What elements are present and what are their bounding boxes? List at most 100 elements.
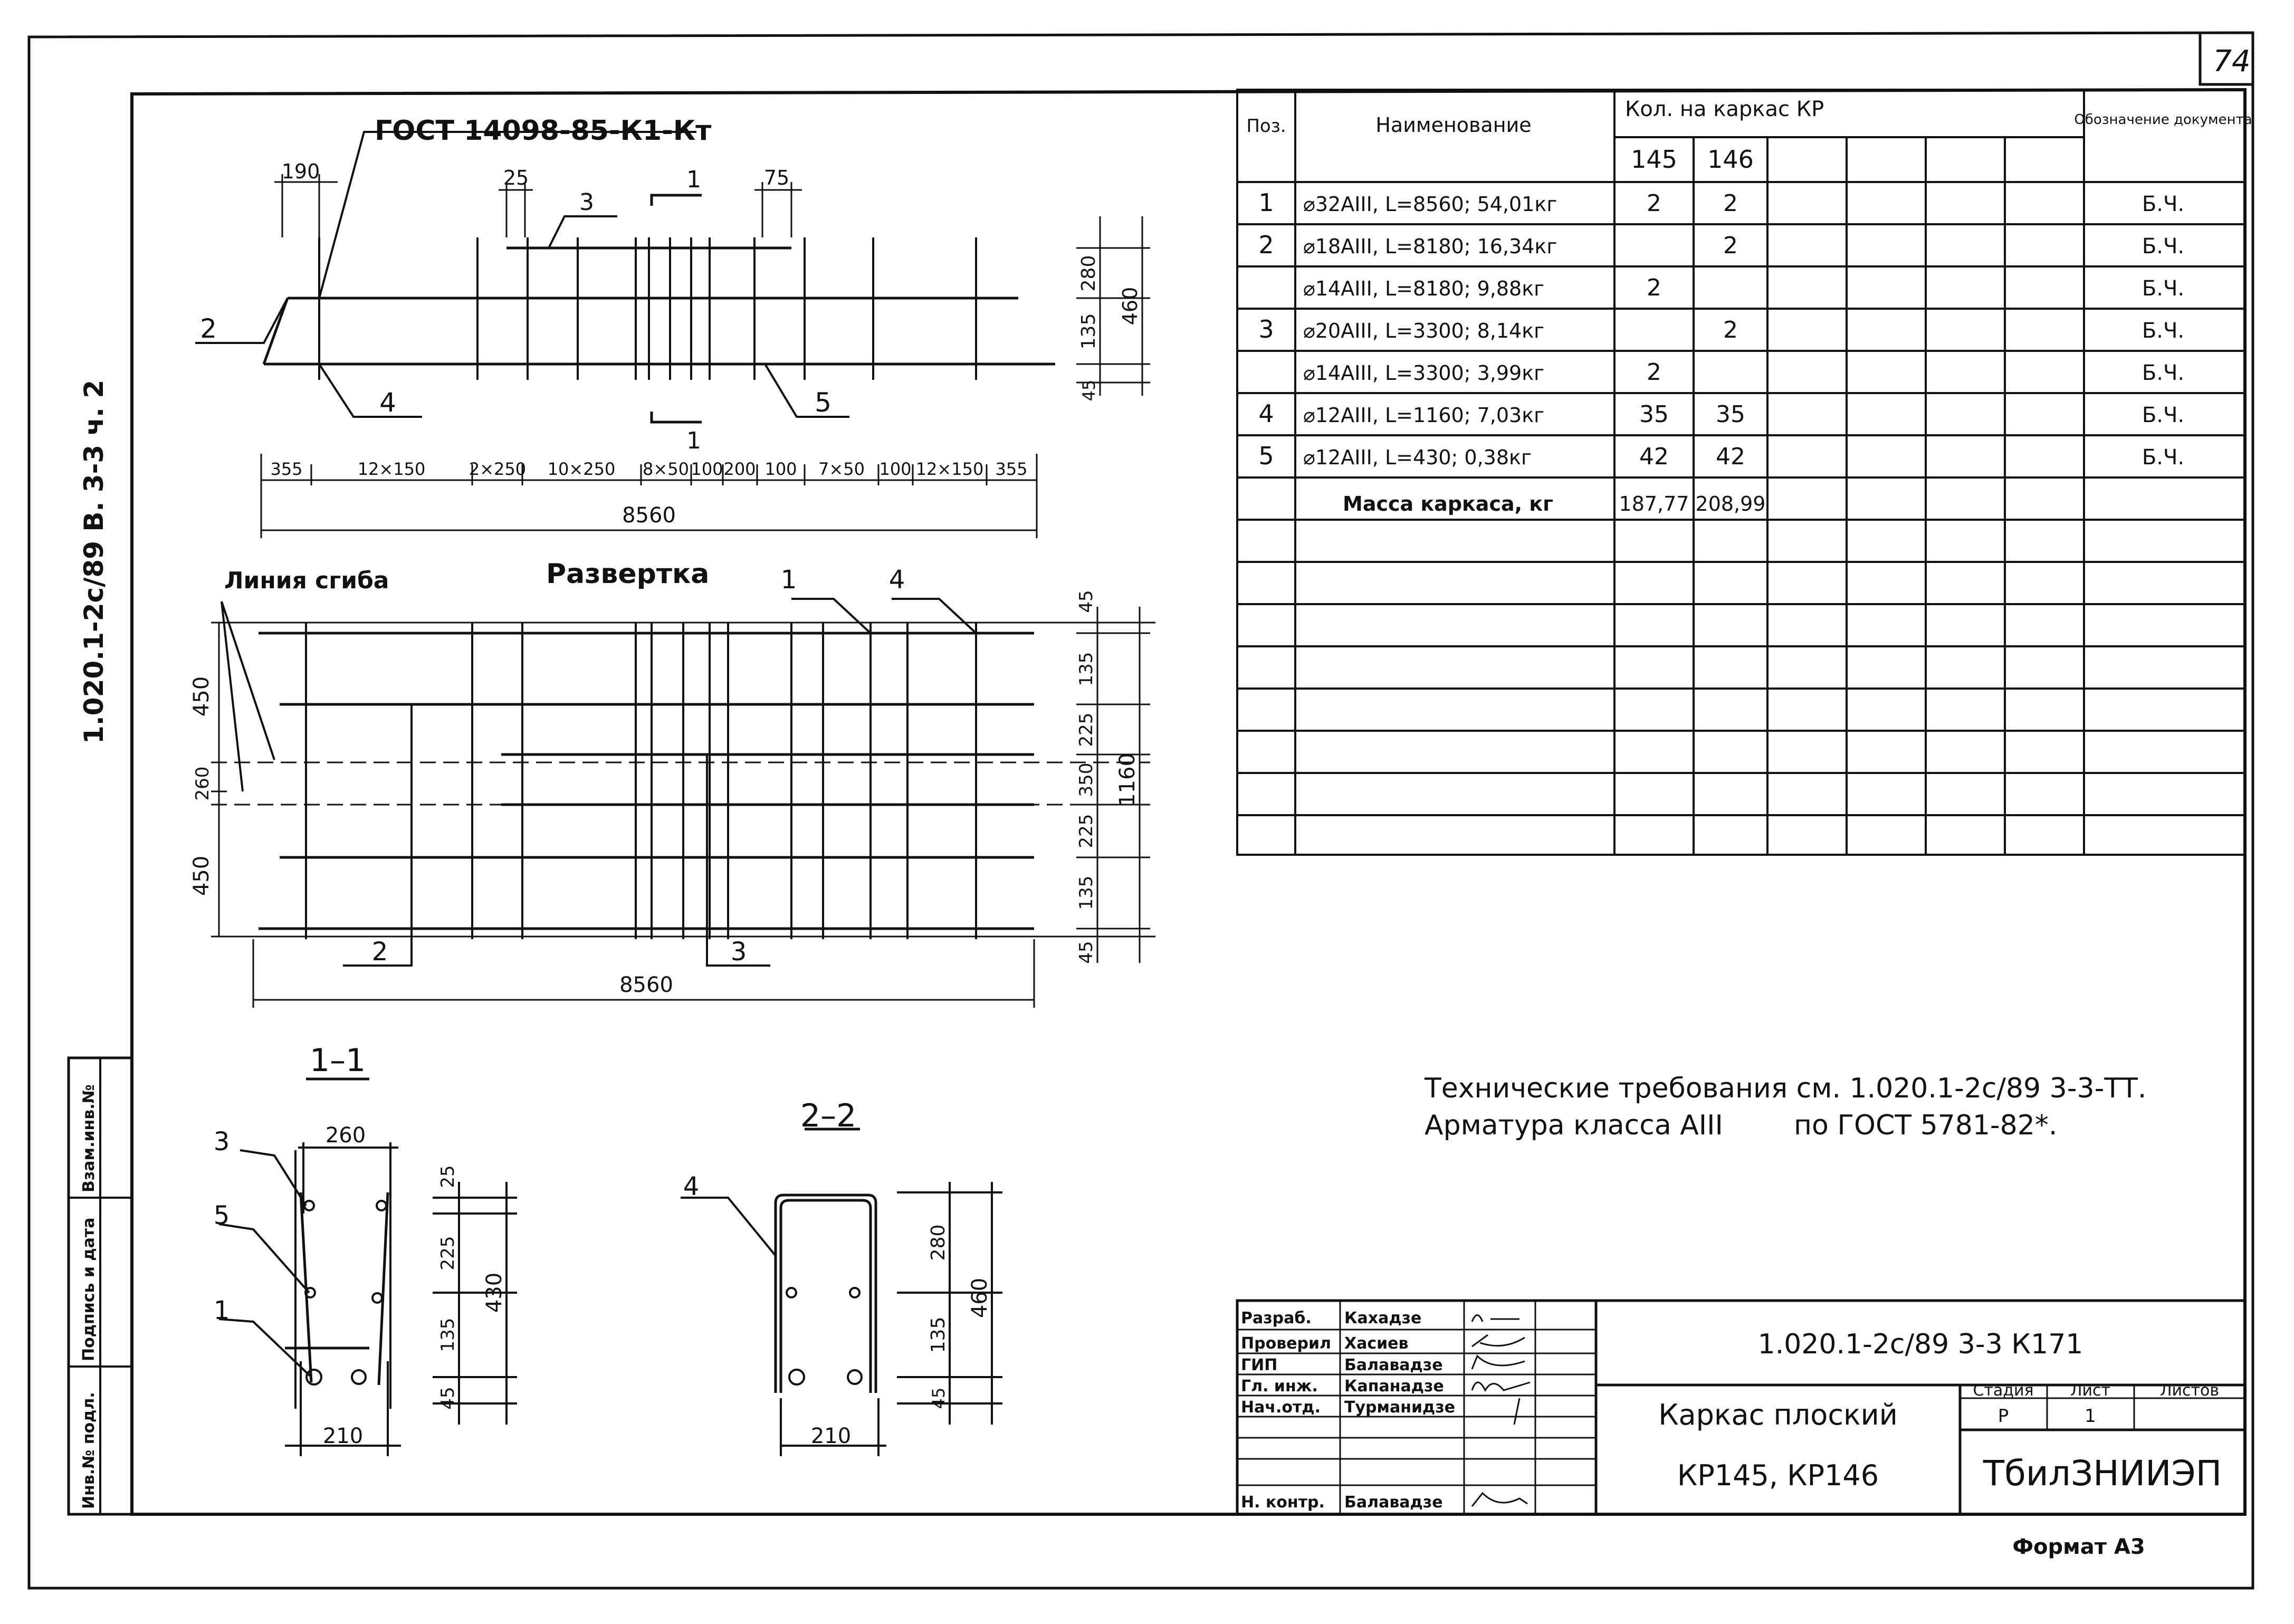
spec-header-pos: Поз. bbox=[1246, 116, 1286, 137]
tb-stage: Р bbox=[1998, 1406, 2009, 1427]
s11-dim-210: 210 bbox=[323, 1424, 363, 1448]
spec-cell-doc: Б.Ч. bbox=[2142, 445, 2184, 470]
s11-right-dim-4: 430 bbox=[482, 1273, 506, 1313]
spec-cell-qty-145: 2 bbox=[1647, 274, 1661, 301]
spec-header-name: Наименование bbox=[1375, 113, 1531, 137]
s22-right-dim-2: 45 bbox=[929, 1388, 949, 1409]
s11-pos-5: 5 bbox=[214, 1201, 230, 1230]
tb-sheet: 1 bbox=[2085, 1406, 2096, 1427]
tb-name-0: Кахадзе bbox=[1344, 1309, 1421, 1327]
spec-cell-doc: Б.Ч. bbox=[2142, 403, 2184, 427]
dev-dim-260: 260 bbox=[192, 767, 213, 801]
dev-dim-450-bottom: 450 bbox=[189, 856, 214, 896]
section-1-1-title: 1–1 bbox=[310, 1042, 366, 1079]
dev-right-dim-5: 135 bbox=[1076, 876, 1097, 910]
dev-dim-450-top: 450 bbox=[189, 676, 214, 717]
spec-cell-name: ⌀12АIII, L=1160; 7,03кг bbox=[1303, 404, 1544, 427]
s11-pos-1: 1 bbox=[214, 1296, 230, 1325]
note-line-2b: по ГОСТ 5781-82*. bbox=[1794, 1110, 2057, 1141]
tb-name-3: Капанадзе bbox=[1344, 1377, 1444, 1396]
development-title: Развертка bbox=[546, 558, 709, 590]
s11-right-dim-3: 45 bbox=[437, 1387, 458, 1409]
dev-right-dim-7: 1160 bbox=[1115, 753, 1140, 807]
side-field-vzam-inv: Взам.инв.№ bbox=[80, 1084, 98, 1192]
spec-cell-name: ⌀14АIII, L=3300; 3,99кг bbox=[1303, 361, 1544, 385]
spec-mass-146: 208,99 bbox=[1696, 492, 1766, 515]
elev-pos-3: 3 bbox=[579, 189, 594, 216]
note-line-2a: Арматура класса АIII bbox=[1425, 1110, 1723, 1141]
spec-cell-qty-145: 2 bbox=[1647, 359, 1661, 386]
tb-title-line1: Каркас плоский bbox=[1658, 1398, 1898, 1431]
spec-cell-doc: Б.Ч. bbox=[2142, 361, 2184, 385]
sheet-number: 74 bbox=[2213, 44, 2250, 79]
elev-pos-4: 4 bbox=[379, 387, 396, 418]
spec-cell-doc: Б.Ч. bbox=[2142, 234, 2184, 259]
s11-right-dim-1: 225 bbox=[437, 1236, 458, 1270]
tb-name-1: Хасиев bbox=[1344, 1334, 1409, 1353]
elev-bottom-dim-3: 10×250 bbox=[548, 459, 616, 479]
spec-cell-qty-146: 35 bbox=[1716, 401, 1745, 428]
tb-role-3: Гл. инж. bbox=[1241, 1377, 1318, 1396]
spec-cell-pos: 2 bbox=[1258, 231, 1274, 259]
elev-dim-45: 45 bbox=[1079, 380, 1099, 402]
spec-cell-doc: Б.Ч. bbox=[2142, 192, 2184, 216]
spec-cell-qty-146: 2 bbox=[1723, 317, 1738, 343]
dev-pos-3: 3 bbox=[731, 937, 747, 967]
dev-pos-2: 2 bbox=[372, 937, 388, 967]
signature-marks bbox=[1471, 1314, 1531, 1507]
spec-header-qty-146: 146 bbox=[1707, 145, 1754, 174]
spec-cell-name: ⌀20АIII, L=3300; 8,14кг bbox=[1303, 319, 1544, 342]
elev-bottom-dim-8: 7×50 bbox=[818, 459, 865, 479]
tb-role-4: Нач.отд. bbox=[1241, 1398, 1321, 1417]
dev-right-dim-1: 135 bbox=[1076, 652, 1097, 686]
s11-right-dim-0: 25 bbox=[437, 1165, 458, 1188]
dev-right-dim-0: 45 bbox=[1076, 590, 1097, 613]
tb-name-6: Балавадзе bbox=[1344, 1493, 1443, 1512]
tb-org: ТбилЗНИИЭП bbox=[1983, 1453, 2222, 1494]
tb-name-2: Балавадзе bbox=[1344, 1356, 1443, 1374]
dim-75: 75 bbox=[764, 166, 789, 189]
s22-right-dim-0: 280 bbox=[928, 1225, 949, 1261]
spec-cell-name: ⌀32АIII, L=8560; 54,01кг bbox=[1303, 193, 1557, 216]
elev-dim-460: 460 bbox=[1119, 287, 1142, 326]
section-mark-bottom: 1 bbox=[686, 427, 701, 454]
tb-role-2: ГИП bbox=[1241, 1356, 1277, 1374]
tb-role-6: Н. контр. bbox=[1241, 1493, 1325, 1512]
gost-label: ГОСТ 14098-85-К1-Кт bbox=[375, 115, 711, 147]
tb-role-1: Проверил bbox=[1241, 1334, 1331, 1353]
s22-dim-210: 210 bbox=[811, 1424, 851, 1448]
spec-cell-qty-146: 42 bbox=[1716, 443, 1745, 470]
spec-cell-name: ⌀12АIII, L=430; 0,38кг bbox=[1303, 446, 1532, 469]
spec-header-doc: Обозначение документа bbox=[2074, 112, 2252, 128]
elev-bottom-dim-11: 355 bbox=[995, 459, 1027, 479]
side-stamp: 1.020.1-2с/89 В. 3-3 ч. 2 bbox=[79, 380, 109, 744]
spec-cell-doc: Б.Ч. bbox=[2142, 276, 2184, 301]
spec-cell-pos: 5 bbox=[1258, 442, 1274, 470]
s11-pos-3: 3 bbox=[214, 1127, 230, 1157]
spec-cell-name: ⌀18АIII, L=8180; 16,34кг bbox=[1303, 235, 1557, 258]
elev-bottom-dim-4: 8×50 bbox=[643, 459, 689, 479]
note-line-1: Технические требования см. 1.020.1-2с/89… bbox=[1424, 1073, 2146, 1104]
tb-sheets-label: Листов bbox=[2160, 1381, 2219, 1400]
s11-dim-260: 260 bbox=[326, 1123, 366, 1148]
spec-cell-qty-145: 35 bbox=[1639, 401, 1669, 428]
elev-bottom-dim-10: 12×150 bbox=[916, 459, 984, 479]
tb-sheet-label: Лист bbox=[2070, 1381, 2110, 1400]
spec-cell-doc: Б.Ч. bbox=[2142, 319, 2184, 343]
spec-cell-qty-145: 2 bbox=[1647, 190, 1661, 217]
dev-pos-1: 1 bbox=[781, 565, 797, 595]
elev-bottom-dim-0: 355 bbox=[270, 459, 302, 479]
dev-right-dim-6: 45 bbox=[1076, 941, 1097, 963]
spec-cell-pos: 3 bbox=[1258, 315, 1274, 343]
elev-bottom-dim-5: 100 bbox=[691, 459, 723, 479]
section-2-2-title: 2–2 bbox=[800, 1097, 856, 1134]
s22-pos-4: 4 bbox=[683, 1172, 700, 1201]
elev-bottom-dim-9: 100 bbox=[879, 459, 911, 479]
format-label: Формат А3 bbox=[2012, 1535, 2145, 1559]
spec-cell-qty-145: 42 bbox=[1639, 443, 1669, 470]
tb-name-4: Турманидзе bbox=[1344, 1398, 1455, 1417]
elev-bottom-dim-1: 12×150 bbox=[358, 459, 426, 479]
s22-right-dim-1: 135 bbox=[928, 1317, 949, 1353]
